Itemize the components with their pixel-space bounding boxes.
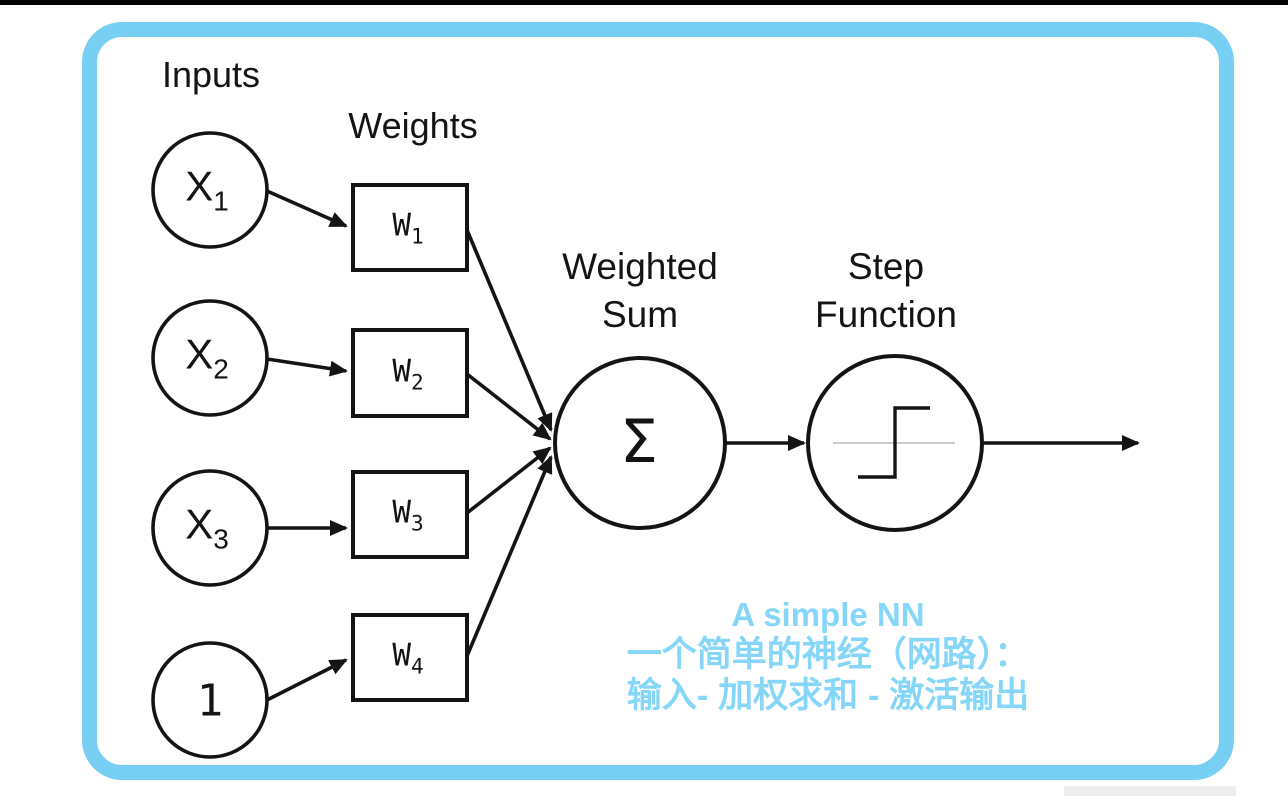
weight-label-w4: W4 (392, 638, 423, 679)
input-node-circle-x2 (151, 299, 269, 417)
weight-w4-subscript: 4 (411, 654, 424, 679)
weight-w1-subscript: 1 (411, 224, 424, 249)
weights-title: Weights (348, 105, 478, 146)
weight-box-w1 (351, 183, 469, 272)
inputs-title: Inputs (161, 54, 261, 95)
arrow-w1-sum (465, 229, 553, 432)
caption-block: A simple NN 一个简单的神经（网路）： 输入- 加权求和 - 激活输出 (627, 596, 1030, 716)
watermark-remnant (1064, 786, 1236, 796)
weight-w1-base: W (392, 207, 412, 244)
input-node-label-x1: X1 (185, 163, 229, 218)
sum-symbol: Σ (620, 407, 658, 477)
weight-box-w2 (351, 328, 469, 418)
bias-node-label: 1 (197, 676, 224, 727)
weight-w2-base: W (392, 353, 412, 390)
arrow-x2-w2 (266, 357, 348, 377)
weight-label-w3: W3 (392, 495, 423, 536)
input-x1-base: X (185, 162, 214, 210)
weight-w2-subscript: 2 (411, 370, 424, 395)
weight-w3-base: W (392, 494, 412, 531)
weighted-sum-title-line2: Sum (601, 294, 679, 335)
input-node-label-x3: X3 (185, 501, 229, 556)
arrow-w3-sum (465, 446, 552, 515)
arrow-x1-w1 (266, 189, 348, 228)
caption-line-chinese-2: 输入- 加权求和 - 激活输出 (626, 676, 1030, 715)
caption-line-chinese-1: 一个简单的神经（网路）： (626, 635, 1030, 674)
weight-w3-subscript: 3 (411, 511, 424, 536)
input-x2-subscript: 2 (213, 353, 229, 385)
weight-label-w2: W2 (392, 354, 423, 395)
step-function-title-line1: Step (847, 246, 925, 287)
weighted-sum-title: Weighted Sum (562, 243, 718, 339)
bias-base: 1 (196, 675, 224, 727)
input-node-label-x2: X2 (185, 331, 229, 386)
input-x2-base: X (185, 330, 214, 378)
step-function-title-line2: Function (815, 294, 957, 335)
arrow-w4-sum (465, 455, 553, 657)
weight-label-w1: W1 (392, 208, 423, 249)
weight-w4-base: W (392, 637, 412, 674)
input-x1-subscript: 1 (213, 185, 229, 217)
step-function-title: Step Function (815, 243, 957, 339)
weight-box-w3 (351, 470, 469, 559)
input-node-circle-x1 (151, 131, 269, 249)
arrow-bias-w4 (266, 658, 348, 702)
input-x3-base: X (185, 500, 214, 548)
weight-box-w4 (351, 613, 469, 702)
weighted-sum-title-line1: Weighted (562, 246, 718, 287)
top-border-line (0, 0, 1288, 5)
arrow-w2-sum (465, 372, 552, 441)
step-function-icon (858, 406, 930, 479)
sum-node-circle (553, 356, 727, 530)
caption-line-english: A simple NN (731, 596, 925, 633)
input-x3-subscript: 3 (213, 523, 229, 555)
